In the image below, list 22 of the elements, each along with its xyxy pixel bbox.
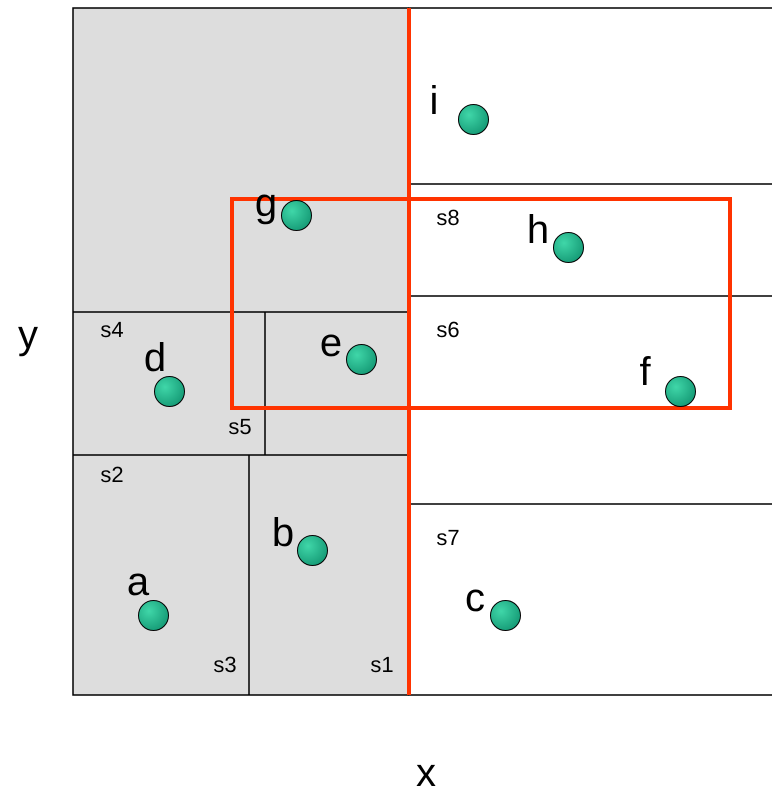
region-label: s1 [370,654,394,676]
region-label: s5 [228,416,252,438]
data-point [458,104,488,134]
region-label: s4 [100,319,124,341]
point-label: c [465,578,485,618]
data-point [664,376,696,406]
axis-label: x [416,753,436,793]
region-label: s2 [100,464,124,486]
point-label: a [126,562,150,602]
region-label: s3 [213,654,237,676]
point-label: b [272,513,294,553]
point-label: i [430,81,438,121]
axis-label: y [18,315,38,355]
point-label: e [320,323,342,363]
data-point [490,600,520,630]
point-label: h [526,210,550,250]
region-label: s6 [436,319,460,341]
region-label: s8 [436,207,460,229]
point-label: f [639,352,651,392]
point-label: d [144,338,166,378]
data-point [552,232,584,262]
region-label: s7 [436,527,460,549]
